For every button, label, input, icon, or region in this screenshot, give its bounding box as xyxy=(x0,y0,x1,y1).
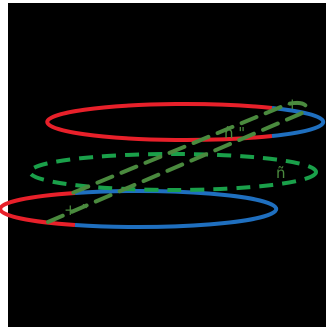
background-panel xyxy=(8,3,326,327)
label-middle-n: ñ xyxy=(276,164,286,182)
dashed-connecting-path xyxy=(46,101,309,224)
lower-loop-red xyxy=(0,191,76,227)
label-lower-plus-quote: + " xyxy=(64,201,88,219)
label-upper-plus: + xyxy=(286,95,299,113)
lower-loop-blue xyxy=(74,189,279,229)
upper-loop-red xyxy=(45,102,273,142)
label-upper-n-quote: ñ " xyxy=(224,124,245,142)
middle-dashed-loop xyxy=(28,152,318,192)
upper-loop-blue xyxy=(271,106,326,138)
